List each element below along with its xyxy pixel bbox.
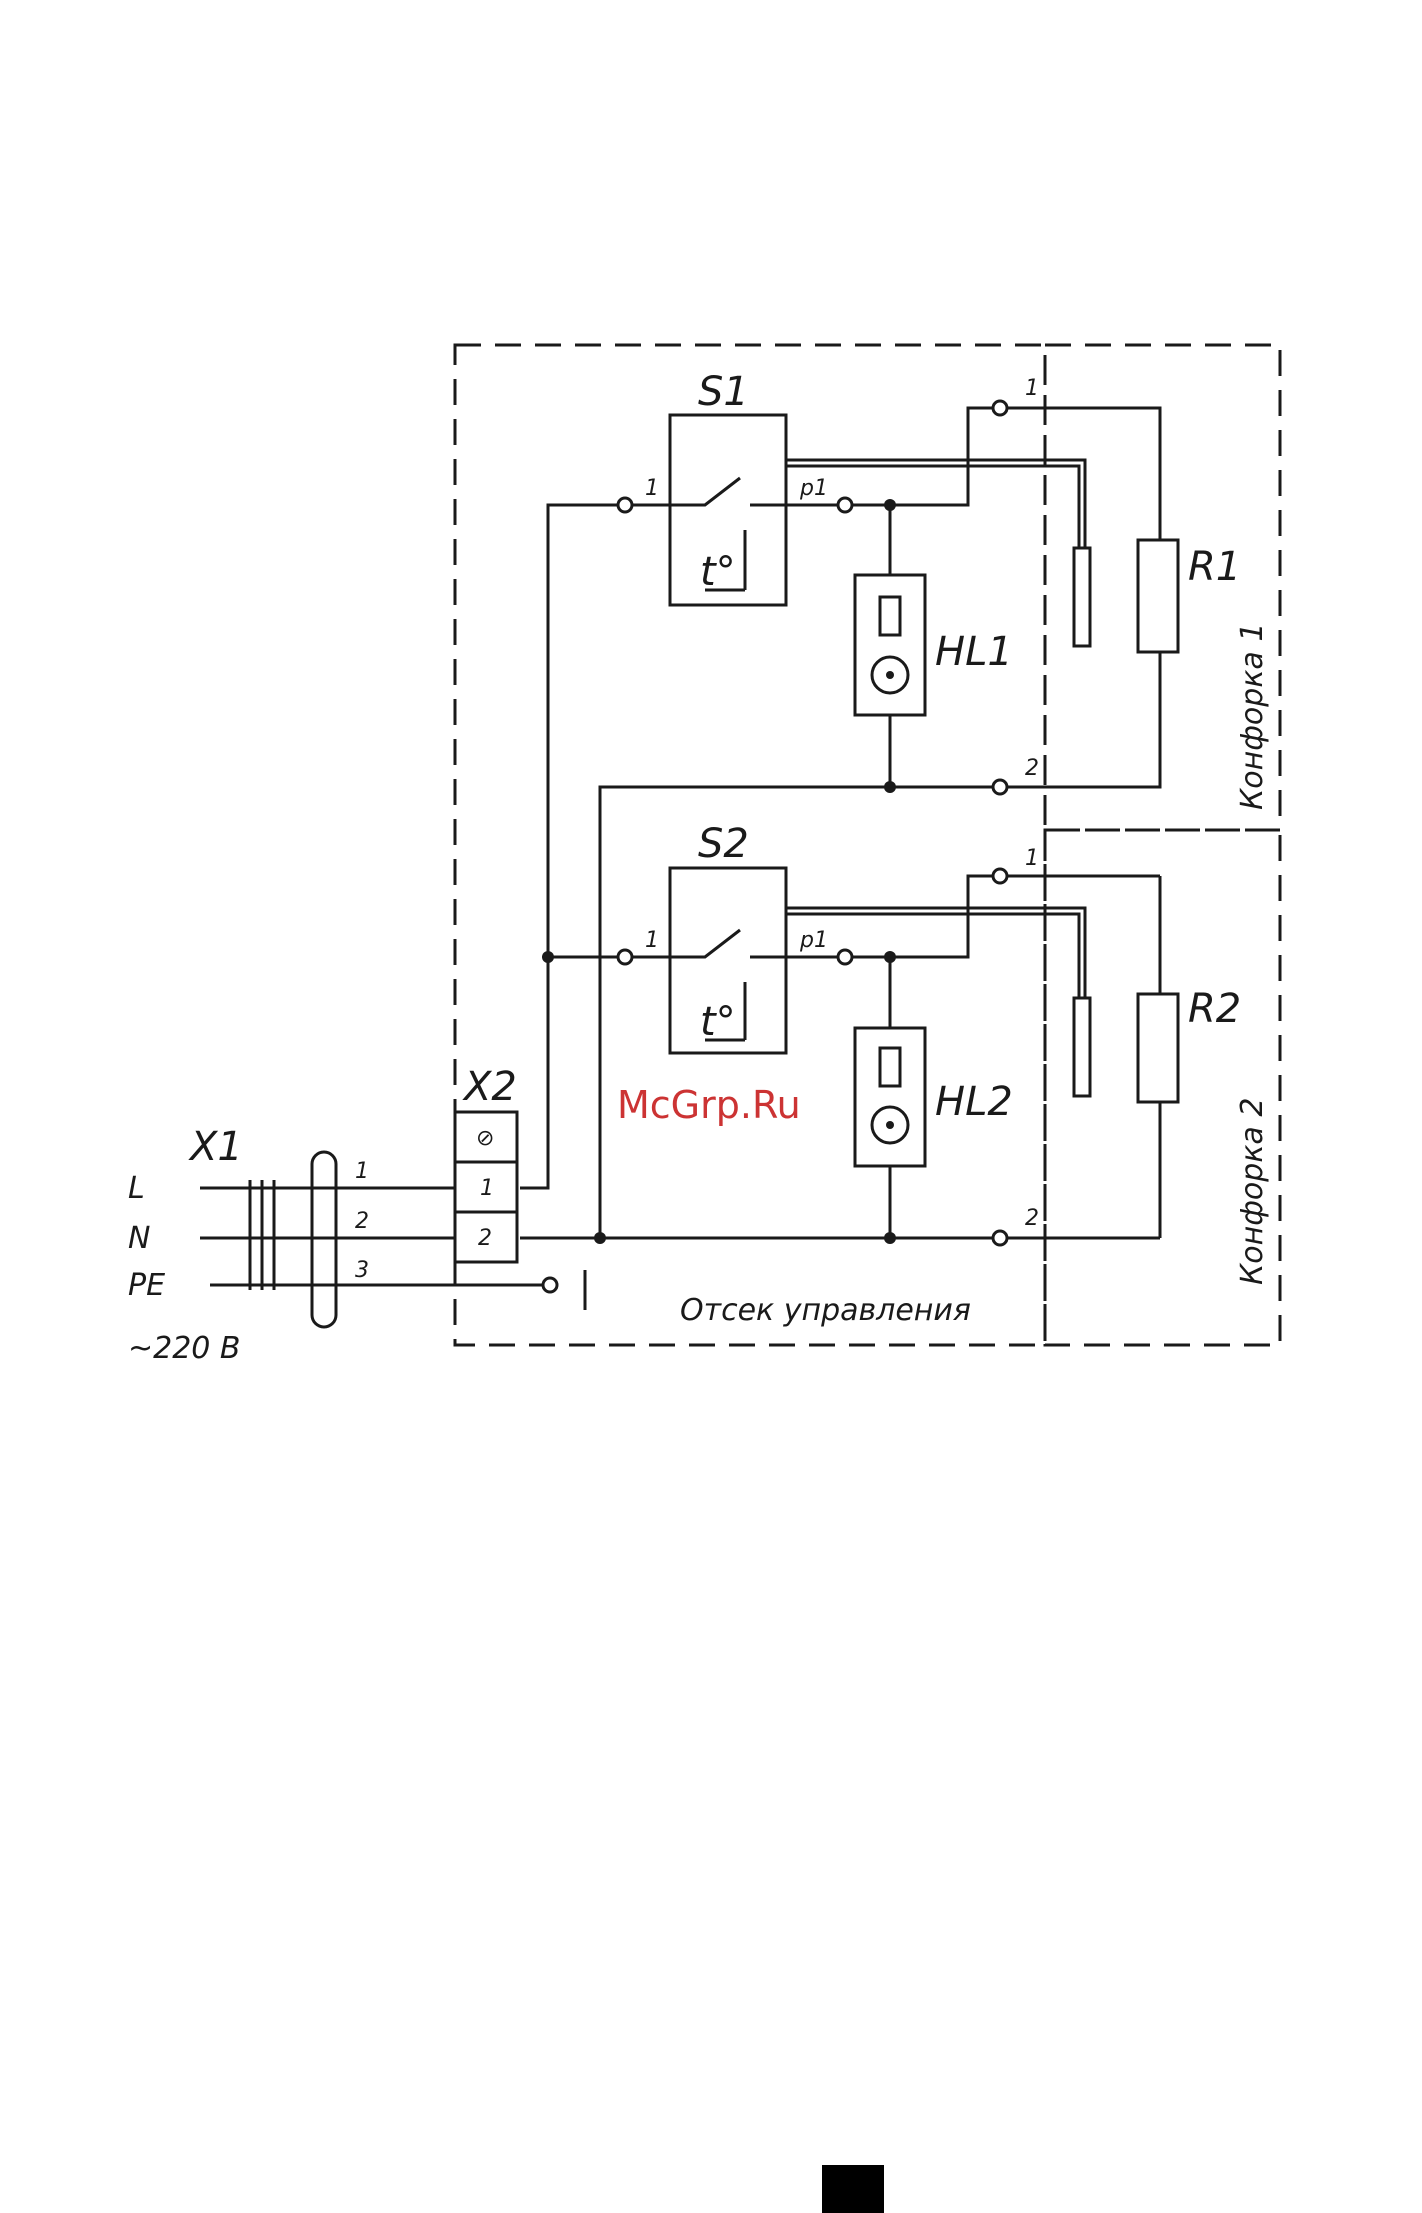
label-line-l: L [128, 1171, 145, 1206]
label-s1-out: p1 [799, 476, 828, 501]
label-x2-pe: ⊘ [476, 1126, 494, 1151]
label-x2-2: 2 [478, 1226, 492, 1251]
label-x1-2: 2 [355, 1209, 369, 1234]
label-thermo2: t° [700, 999, 736, 1045]
label-x1-1: 1 [355, 1159, 369, 1184]
label-thermo1: t° [700, 549, 736, 595]
label-x2-1: 1 [480, 1176, 494, 1201]
label-r1-t1: 1 [1025, 376, 1039, 401]
label-r2-t1: 1 [1025, 846, 1039, 871]
sensor1-capillary-b [786, 466, 1079, 548]
label-r2: R2 [1188, 986, 1241, 1032]
label-s2-out: p1 [799, 928, 828, 953]
label-r2-t2: 2 [1025, 1206, 1039, 1231]
sensor1-probe [1074, 548, 1090, 646]
label-s2-in: 1 [645, 928, 659, 953]
label-r1-t2: 2 [1025, 756, 1039, 781]
watermark: McGrp.Ru [617, 1083, 801, 1127]
wire-n-bus [520, 408, 1160, 1238]
label-compartment: Отсек управления [680, 1293, 971, 1328]
enclosures [455, 345, 1280, 1345]
lamp-hl2 [855, 1028, 925, 1166]
label-hl2: HL2 [935, 1079, 1013, 1125]
label-s1: S1 [698, 369, 749, 415]
label-s2: S2 [698, 821, 749, 867]
label-burner1: Конфорка 1 [1235, 623, 1270, 810]
label-x1-3: 3 [355, 1258, 369, 1283]
label-voltage: ~220 В [128, 1331, 241, 1366]
label-line-pe: PE [128, 1268, 165, 1303]
label-s1-in: 1 [645, 476, 659, 501]
sensor2-probe [1074, 998, 1090, 1096]
label-x2: X2 [462, 1064, 517, 1110]
page-number-block [822, 2165, 884, 2213]
resistor-r2 [1138, 994, 1178, 1102]
label-burner2: Конфорка 2 [1235, 1098, 1270, 1285]
lamp-hl1 [855, 575, 925, 715]
resistor-r1 [1138, 540, 1178, 652]
label-hl1: HL1 [935, 629, 1013, 675]
label-x1: X1 [188, 1124, 243, 1170]
sensor2-capillary [786, 908, 1085, 998]
label-r1: R1 [1188, 544, 1241, 590]
label-line-n: N [128, 1221, 150, 1256]
